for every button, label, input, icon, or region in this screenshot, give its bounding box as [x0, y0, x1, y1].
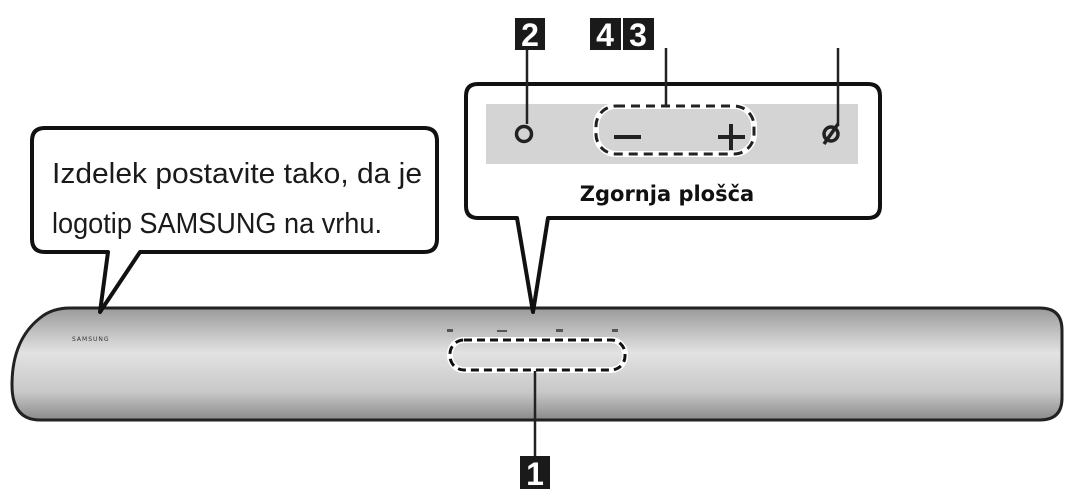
- svg-text:4: 4: [596, 17, 614, 53]
- leader-lines: [525, 48, 840, 456]
- callout-line-1: Izdelek postavite tako, da je: [52, 158, 422, 190]
- label-1: 1: [520, 456, 550, 492]
- plus-icon: [718, 124, 745, 150]
- panel-title: Zgornja plošča: [580, 182, 754, 206]
- callout-top-panel: Zgornja plošča: [464, 82, 882, 314]
- volume-buttons-highlight: [594, 104, 756, 156]
- soundbar-top-buttons: [447, 329, 618, 332]
- label-4: 4: [590, 17, 621, 53]
- soundbar: SAMSUNG: [10, 306, 1064, 422]
- callout-line-2: logotip SAMSUNG na vrhu.: [52, 208, 382, 240]
- circle-icon: [514, 124, 534, 144]
- svg-text:3: 3: [629, 17, 647, 53]
- svg-text:2: 2: [521, 17, 539, 53]
- label-3: 3: [623, 17, 654, 53]
- button-area-highlight: [448, 338, 627, 372]
- slashed-circle-icon: [822, 122, 840, 146]
- soundbar-logo: SAMSUNG: [72, 336, 110, 343]
- svg-text:1: 1: [526, 456, 544, 492]
- callout-left: Izdelek postavite tako, da je logotip SA…: [30, 126, 439, 314]
- label-2: 2: [515, 17, 545, 53]
